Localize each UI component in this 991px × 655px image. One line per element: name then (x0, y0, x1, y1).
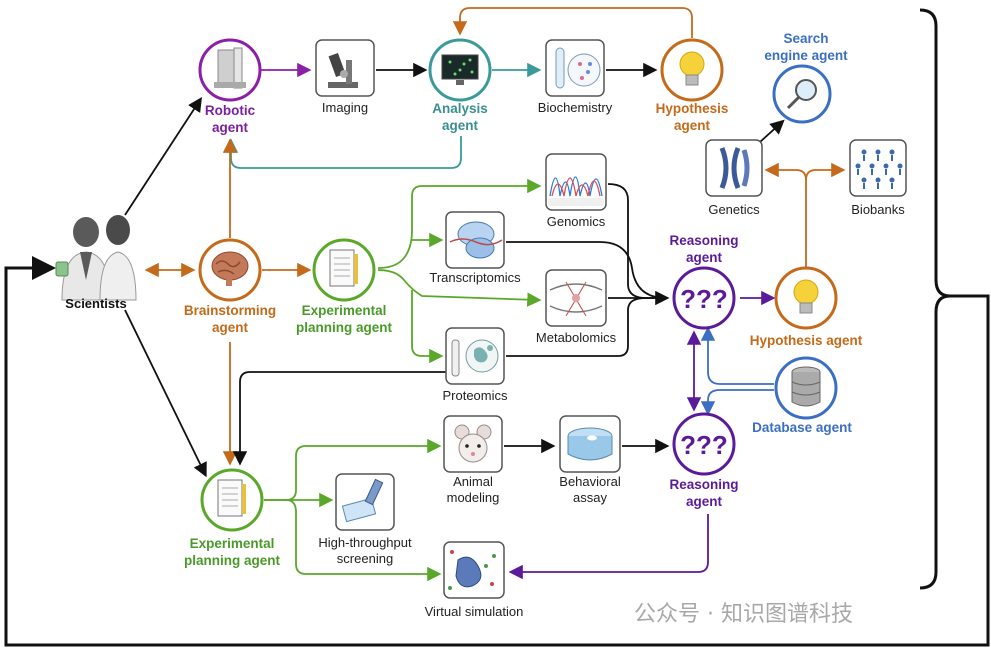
arrow-planning-proteomics (411, 290, 444, 364)
arrow-database-reasoning-top (700, 326, 774, 385)
lightbulb-icon-right (774, 266, 838, 330)
arrow-reasoning-simulation (508, 514, 709, 580)
label-behavioral-assay: Behavioral assay (559, 474, 621, 505)
reasoning-symbol-top: ??? (680, 284, 728, 314)
arrow-database-reasoning-bottom (700, 389, 774, 416)
robotic-agent-icon (198, 38, 262, 102)
biochemistry-icon (545, 39, 605, 97)
arrow-planning-metabolomics (377, 269, 542, 307)
label-experimental-planning-top: Experimental planning agent (296, 303, 392, 335)
arrow-genomics-reasoning (607, 183, 670, 306)
transcriptomics-icon (445, 211, 505, 269)
search-icon (772, 64, 832, 124)
pipette-icon (335, 473, 395, 531)
arrow-planning-genomics (377, 178, 542, 269)
reasoning-symbol-bottom: ??? (680, 430, 728, 460)
mouse-icon (443, 415, 503, 473)
watermark: 公众号 · 知识图谱科技 (634, 602, 853, 627)
loop-line (4, 256, 990, 647)
label-robotic-agent: Robotic agent (204, 103, 256, 135)
chromosome-icon (705, 139, 763, 197)
reasoning-agent-icon-top: ??? (672, 266, 736, 330)
label-high-throughput-screening: High-throughput screening (318, 535, 412, 566)
label-reasoning-agent-top: Reasoning agent (669, 233, 739, 265)
label-scientists: Scientists (65, 296, 127, 311)
arrow-hypothesis-genetics (764, 162, 807, 268)
label-analysis-agent: Analysis agent (432, 101, 488, 133)
label-proteomics: Proteomics (442, 388, 508, 403)
label-genomics: Genomics (546, 214, 606, 229)
behavioral-assay-icon (559, 415, 621, 473)
arrow-analysis-robotic (223, 136, 462, 169)
label-imaging: Imaging (321, 100, 369, 115)
label-hypothesis-agent-right: Hypothesis agent (749, 333, 863, 348)
label-animal-modeling: Animal modeling (446, 474, 500, 505)
label-database-agent: Database agent (752, 420, 852, 435)
feedback-loop (4, 8, 990, 647)
label-genetics: Genetics (708, 202, 760, 217)
microscope-icon (315, 39, 375, 97)
arrow-scientists-robotic (124, 96, 202, 216)
label-hypothesis-agent-top: Hypothesis agent (655, 101, 729, 133)
label-biochemistry: Biochemistry (537, 100, 613, 115)
label-search-engine-agent: Search engine agent (764, 31, 848, 63)
notebook-icon-top (312, 238, 376, 302)
arrow-planning-simulation (285, 499, 442, 582)
connections (124, 7, 846, 582)
notebook-icon-bottom (200, 468, 264, 532)
arrow-transcriptomics-reasoning (506, 241, 667, 299)
label-biobanks: Biobanks (851, 202, 905, 217)
label-transcriptomics: Transcriptomics (429, 270, 521, 285)
label-virtual-simulation: Virtual simulation (424, 604, 524, 619)
molecule-icon (443, 541, 505, 599)
arrow-genetics-search (759, 119, 785, 143)
reasoning-agent-icon-bottom: ??? (672, 412, 736, 476)
genomics-icon (545, 153, 607, 211)
proteomics-icon (445, 327, 505, 385)
lightbulb-icon (660, 38, 724, 102)
arrow-scientists-planning (124, 309, 207, 478)
metabolomics-icon (545, 269, 607, 327)
database-icon (774, 356, 838, 420)
label-metabolomics: Metabolomics (535, 330, 617, 345)
label-brainstorming-agent: Brainstorming agent (183, 303, 277, 335)
scientists-icon (55, 215, 137, 301)
label-reasoning-agent-bottom: Reasoning agent (669, 477, 739, 509)
arrow-proteomics-reasoning (506, 297, 647, 357)
arrow-hypothesis-biobanks (805, 162, 846, 181)
arrow-proteomics-planning (232, 371, 446, 466)
label-experimental-planning-bottom: Experimental planning agent (184, 536, 280, 568)
biobanks-icon (849, 139, 907, 197)
right-bracket (919, 8, 951, 590)
arrow-hypothesis-analysis (452, 7, 693, 38)
analysis-agent-icon (428, 38, 492, 102)
brain-icon (198, 238, 262, 302)
